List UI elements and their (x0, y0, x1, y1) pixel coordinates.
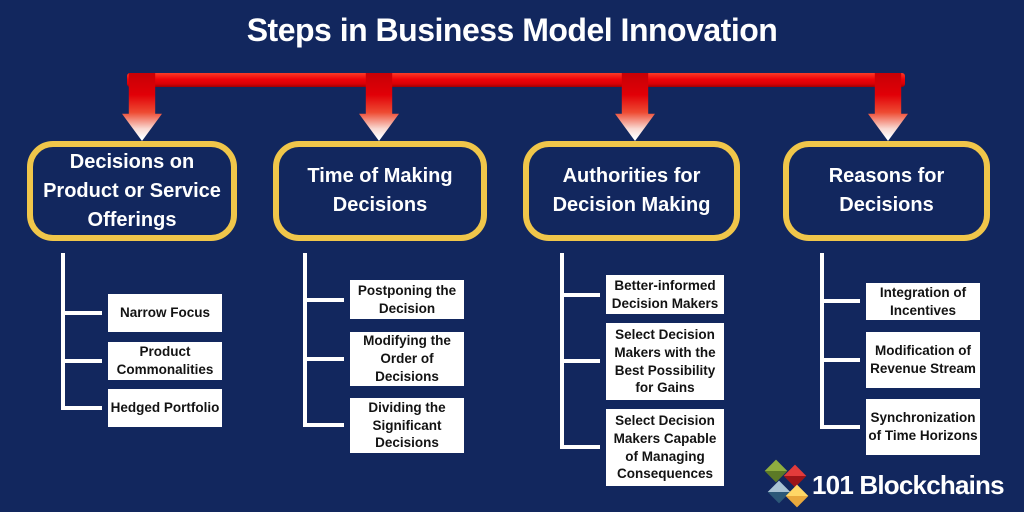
connector-line (303, 357, 344, 361)
item-box: Postponing the Decision (350, 280, 464, 319)
item-box: Narrow Focus (108, 294, 222, 332)
item-box: Select Decision Makers Capable of Managi… (606, 409, 724, 486)
item-box: Select Decision Makers with the Best Pos… (606, 323, 724, 400)
item-box: Better-informed Decision Makers (606, 275, 724, 314)
connector-line (303, 298, 344, 302)
logo-cube-yellow (785, 484, 809, 508)
item-box: Product Commonalities (108, 342, 222, 380)
logo-cube-green (764, 459, 788, 483)
connector-line (61, 359, 102, 363)
connector-line (820, 425, 860, 429)
item-box: Modification of Revenue Stream (866, 332, 980, 388)
connector-line (820, 358, 860, 362)
item-box: Synchronization of Time Horizons (866, 399, 980, 455)
logo-wordmark: 101 Blockchains (812, 470, 1005, 500)
item-box: Hedged Portfolio (108, 389, 222, 427)
category-box-time-of-decisions: Time of Making Decisions (273, 141, 487, 241)
connector-line (560, 359, 600, 363)
connector-line (61, 406, 102, 410)
page-title: Steps in Business Model Innovation (246, 12, 778, 48)
connector-line (560, 253, 564, 449)
logo-cube-blue (767, 480, 791, 504)
category-box-reasons: Reasons for Decisions (783, 141, 990, 241)
connector-line (303, 423, 344, 427)
connector-line (61, 311, 102, 315)
item-box: Dividing the Significant Decisions (350, 398, 464, 453)
101-blockchains-logo-icon (764, 459, 810, 508)
item-box: Integration of Incentives (866, 283, 980, 320)
connector-line (560, 293, 600, 297)
connector-line (820, 299, 860, 303)
connector-line (560, 445, 600, 449)
category-box-product-offerings: Decisions on Product or Service Offering… (27, 141, 237, 241)
logo-cube-red (783, 464, 807, 488)
header-bar (127, 73, 905, 87)
connector-line (820, 253, 824, 429)
category-box-authorities: Authorities for Decision Making (523, 141, 740, 241)
item-box: Modifying the Order of Decisions (350, 332, 464, 386)
connector-line (303, 253, 307, 427)
connector-line (61, 253, 65, 410)
